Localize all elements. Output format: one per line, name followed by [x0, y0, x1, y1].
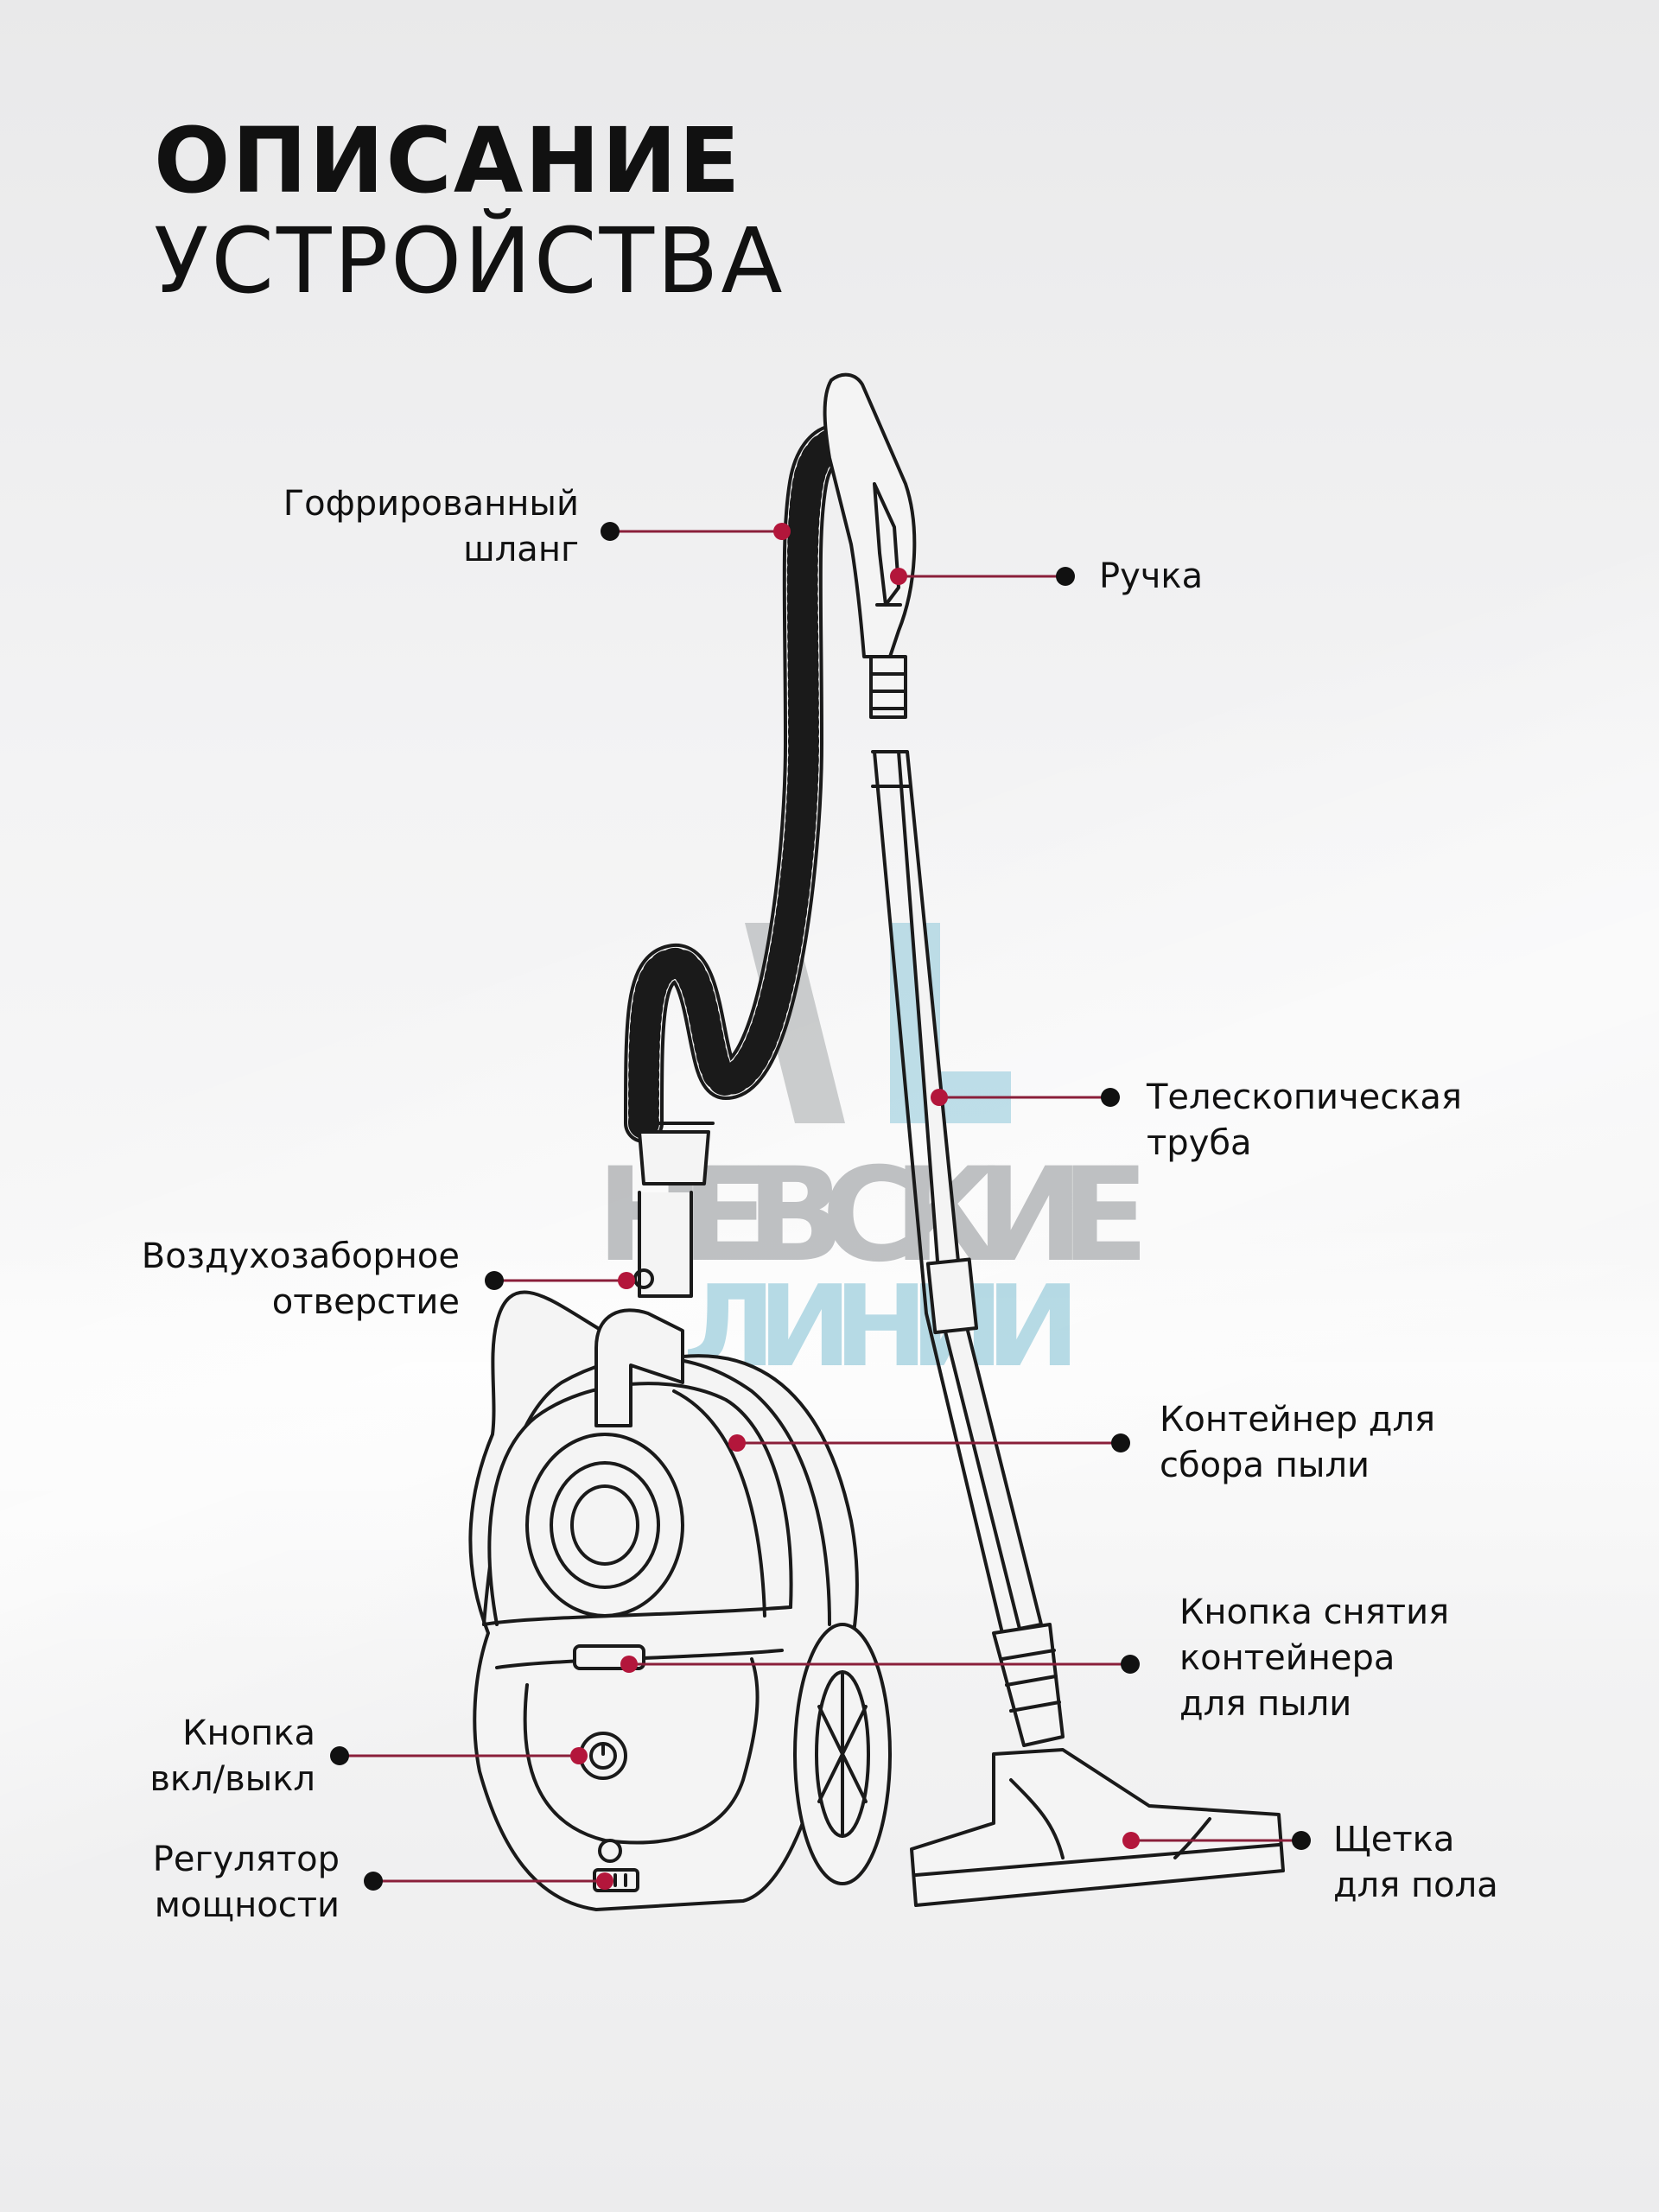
dust-container-inner-dot	[728, 1434, 746, 1452]
callout-dots	[330, 522, 1311, 1891]
floor-brush-outer-dot	[1292, 1831, 1311, 1850]
hose-inner-dot	[773, 523, 791, 540]
release-button-outer-dot	[1121, 1655, 1140, 1674]
handle-outer-dot	[1056, 567, 1075, 586]
power-button-outer-dot	[330, 1746, 349, 1765]
label-handle: Ручка	[1099, 556, 1204, 596]
label-power-button: Кнопка вкл/выкл	[149, 1713, 315, 1799]
page-title: ОПИСАНИЕ УСТРОЙСТВА	[154, 111, 785, 312]
power-regulator-inner-dot	[596, 1872, 613, 1890]
tube-inner-dot	[931, 1089, 948, 1106]
label-release-button: Кнопка снятия контейнера для пыли	[1179, 1592, 1450, 1724]
vacuum-line-art	[468, 372, 1285, 1911]
label-air-inlet: Воздухозаборное отверстие	[141, 1236, 460, 1322]
label-floor-brush: Щетка для пола	[1333, 1820, 1498, 1905]
release-button-inner-dot	[620, 1656, 638, 1673]
leader-lines	[340, 530, 1301, 1883]
label-telescopic-tube: Телескопическая труба	[1147, 1077, 1462, 1163]
label-dust-container: Контейнер для сбора пыли	[1160, 1400, 1436, 1485]
label-hose: Гофрированный шланг	[283, 484, 579, 569]
power-regulator-outer-dot	[364, 1872, 383, 1891]
air-inlet-outer-dot	[485, 1271, 504, 1290]
dust-container-outer-dot	[1111, 1433, 1130, 1452]
handle-inner-dot	[890, 568, 907, 585]
floor-brush	[910, 1748, 1285, 1907]
handle-outline	[823, 372, 917, 658]
title-line-1: ОПИСАНИЕ	[154, 108, 742, 213]
title-line-2: УСТРОЙСТВА	[154, 208, 785, 315]
power-button-inner-dot	[570, 1747, 588, 1764]
floor-brush-inner-dot	[1122, 1832, 1140, 1849]
hose-outer-dot	[601, 522, 620, 541]
air-inlet-inner-dot	[618, 1272, 635, 1289]
label-power-regulator: Регулятор мощности	[152, 1840, 340, 1925]
tube-outer-dot	[1101, 1088, 1120, 1107]
